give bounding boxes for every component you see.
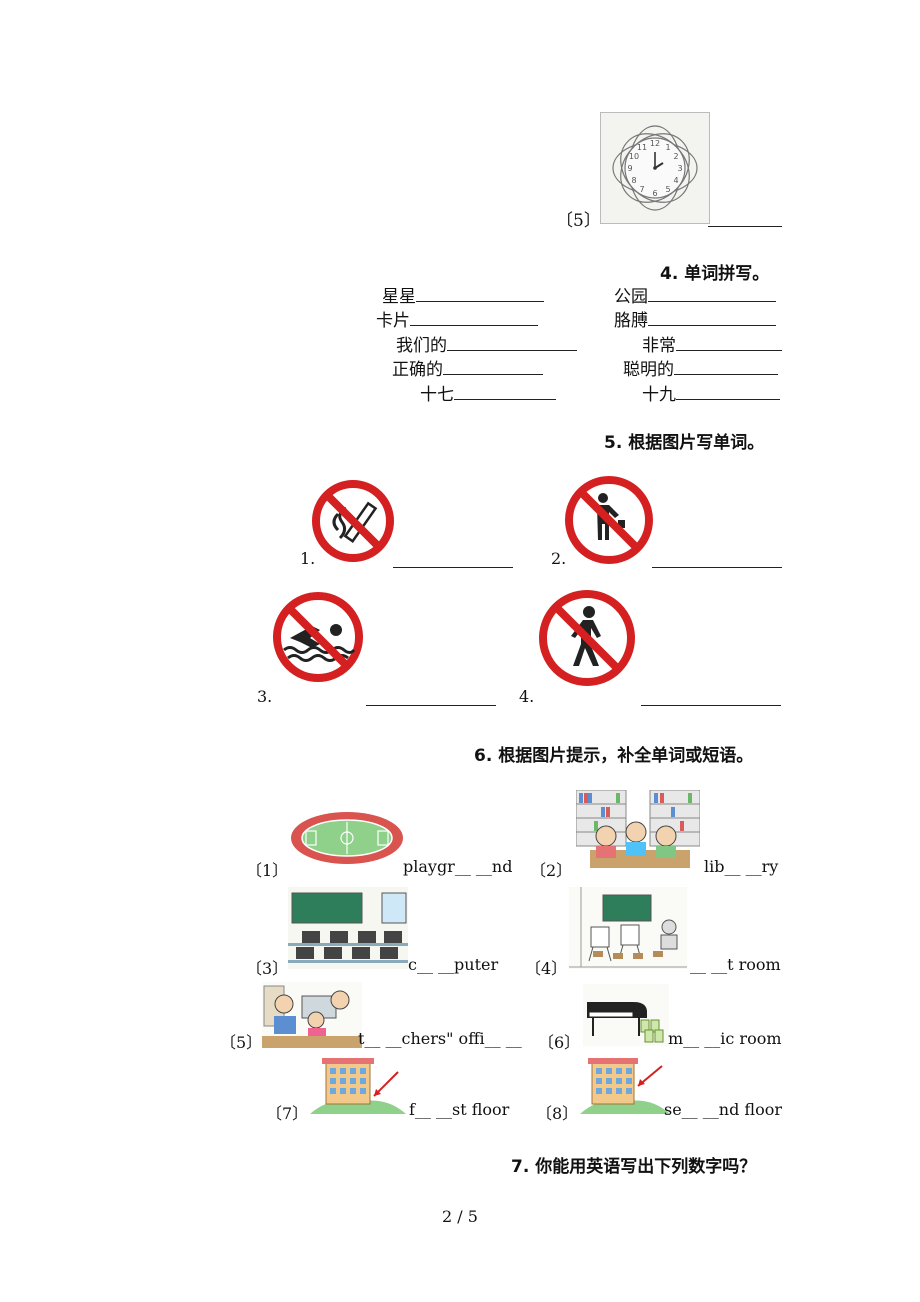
word-blank[interactable]: lib__ __ry bbox=[704, 857, 779, 876]
answer-line[interactable] bbox=[410, 309, 538, 326]
no-smoking-sign-icon bbox=[312, 480, 394, 562]
section7-title: 7. 你能用英语写出下列数字吗？ bbox=[511, 1157, 757, 1177]
svg-text:5: 5 bbox=[665, 185, 670, 194]
svg-text:1: 1 bbox=[665, 143, 670, 152]
building-second-floor-icon bbox=[580, 1058, 670, 1114]
item-label: 〔3〕 bbox=[246, 959, 289, 978]
svg-text:2: 2 bbox=[673, 152, 678, 161]
art-room-picture bbox=[569, 887, 687, 969]
answer-line[interactable] bbox=[641, 689, 781, 710]
item-label: 〔7〕 bbox=[266, 1104, 309, 1123]
library-picture bbox=[575, 789, 701, 868]
sign-number: 4. bbox=[519, 687, 535, 706]
answer-line[interactable] bbox=[648, 309, 776, 326]
art-room-icon bbox=[569, 887, 687, 969]
item-label: 〔8〕 bbox=[536, 1104, 579, 1123]
word-prompt: 胳膊 bbox=[614, 306, 776, 331]
word-blank[interactable]: __ __t room bbox=[690, 955, 781, 974]
answer-line[interactable] bbox=[393, 551, 513, 572]
answer-line[interactable] bbox=[366, 689, 496, 710]
word-prompt: 十七 bbox=[420, 380, 556, 405]
building-first-floor-picture bbox=[310, 1056, 406, 1114]
section4-title: 4. 单词拼写。 bbox=[660, 264, 770, 284]
no-swimming-sign-icon bbox=[273, 592, 363, 682]
word-blank[interactable]: playgr__ __nd bbox=[403, 857, 513, 876]
svg-text:8: 8 bbox=[631, 176, 636, 185]
svg-text:4: 4 bbox=[673, 176, 678, 185]
word-blank[interactable]: f__ __st floor bbox=[409, 1100, 510, 1119]
building-second-floor-picture bbox=[580, 1056, 670, 1114]
word-blank[interactable]: t__ __chers" offi__ __ bbox=[358, 1029, 522, 1048]
library-icon bbox=[575, 789, 701, 868]
svg-text:9: 9 bbox=[627, 164, 632, 173]
building-first-floor-icon bbox=[310, 1058, 406, 1114]
section6-title: 6. 根据图片提示，补全单词或短语。 bbox=[474, 746, 754, 766]
word-prompt: 聪明的 bbox=[623, 355, 778, 380]
answer-line[interactable] bbox=[674, 358, 778, 375]
word-prompt: 我们的 bbox=[396, 331, 577, 356]
computer-room-picture bbox=[288, 887, 408, 969]
word-prompt: 十九 bbox=[642, 380, 780, 405]
item-label: 〔6〕 bbox=[538, 1033, 581, 1052]
section5-title: 5. 根据图片写单词。 bbox=[604, 433, 765, 453]
word-blank[interactable]: m__ __ic room bbox=[668, 1029, 782, 1048]
word-prompt: 公园 bbox=[614, 282, 776, 307]
no-littering-sign bbox=[563, 474, 655, 566]
sign-number: 2. bbox=[551, 549, 567, 568]
playground-icon bbox=[291, 812, 403, 864]
music-room-icon bbox=[583, 984, 669, 1046]
sign-number: 1. bbox=[300, 549, 316, 568]
word-prompt: 非常 bbox=[642, 331, 782, 356]
playground-picture bbox=[288, 806, 406, 868]
answer-line[interactable] bbox=[676, 383, 780, 400]
svg-text:10: 10 bbox=[629, 152, 639, 161]
teachers-office-icon bbox=[262, 982, 362, 1048]
sign-number: 3. bbox=[257, 687, 273, 706]
answer-line[interactable] bbox=[454, 383, 556, 400]
item-label: 〔1〕 bbox=[246, 861, 289, 880]
word-blank[interactable]: se__ __nd floor bbox=[664, 1100, 782, 1119]
answer-line[interactable] bbox=[676, 334, 782, 351]
computer-room-icon bbox=[288, 887, 408, 969]
word-prompt: 正确的 bbox=[392, 355, 543, 380]
music-room-picture bbox=[583, 984, 669, 1046]
answer-line[interactable] bbox=[708, 210, 782, 231]
top-item-label: 〔5〕 bbox=[556, 211, 601, 231]
answer-line[interactable] bbox=[648, 285, 776, 302]
answer-line[interactable] bbox=[652, 551, 782, 572]
answer-line[interactable] bbox=[447, 334, 577, 351]
no-walking-sign-icon bbox=[539, 590, 635, 686]
svg-text:12: 12 bbox=[650, 139, 660, 148]
item-label: 〔2〕 bbox=[530, 861, 573, 880]
page-number: 2 / 5 bbox=[442, 1207, 478, 1226]
svg-text:6: 6 bbox=[652, 189, 657, 198]
svg-text:11: 11 bbox=[637, 143, 647, 152]
no-swimming-sign bbox=[268, 590, 368, 684]
svg-text:7: 7 bbox=[639, 185, 644, 194]
word-prompt: 星星 bbox=[382, 282, 544, 307]
word-prompt: 卡片 bbox=[376, 306, 538, 331]
answer-line[interactable] bbox=[416, 285, 544, 302]
item-label: 〔4〕 bbox=[525, 959, 568, 978]
answer-line[interactable] bbox=[443, 358, 543, 375]
word-blank[interactable]: c__ __puter bbox=[408, 955, 499, 974]
item-label: 〔5〕 bbox=[220, 1033, 263, 1052]
no-walking-sign bbox=[537, 588, 637, 688]
svg-text:3: 3 bbox=[677, 164, 682, 173]
teachers-office-picture bbox=[262, 982, 362, 1048]
no-littering-sign-icon bbox=[565, 476, 653, 564]
no-smoking-sign bbox=[310, 478, 396, 564]
